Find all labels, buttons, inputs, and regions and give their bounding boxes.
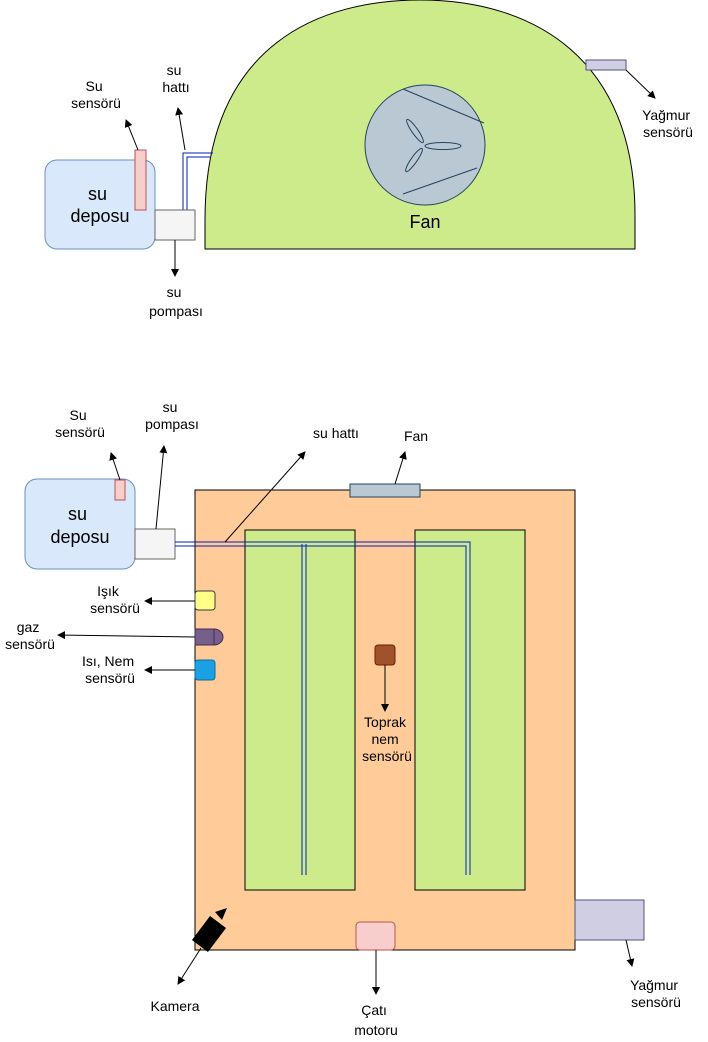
water-pump-label: su pompası <box>145 399 199 432</box>
fan-blades-icon <box>405 118 462 173</box>
water-pipe <box>175 541 471 875</box>
water-pump-label: su pompası <box>149 284 203 319</box>
water-pipe <box>182 152 213 210</box>
fan-label: Fan <box>409 212 440 232</box>
water-tank <box>44 159 156 250</box>
water-tank-label: su deposu <box>70 184 129 226</box>
light-sensor-label: Işık sensörü <box>90 583 140 616</box>
fan <box>349 483 421 498</box>
gas-sensor <box>194 628 224 646</box>
water-sensor <box>114 479 126 501</box>
fan-label: Fan <box>404 428 428 444</box>
roof-motor-label: Çatı motoru <box>354 1002 398 1038</box>
water-line-label: su hattı <box>162 62 189 95</box>
water-tank-label: su deposu <box>50 504 109 547</box>
camera-icon <box>191 908 227 952</box>
gas-sensor-label: gaz sensörü <box>5 619 55 652</box>
roof-motor <box>355 921 396 951</box>
water-sensor <box>134 149 147 211</box>
fan: Fan <box>364 84 486 232</box>
top-view: su deposu Su sensörü su pompası su hattı… <box>5 399 682 1038</box>
water-pump <box>134 528 176 560</box>
soil-moisture-sensor <box>374 644 396 666</box>
water-sensor-label: Su sensörü <box>55 407 105 440</box>
water-sensor-label: Su sensörü <box>71 78 121 111</box>
light-sensor <box>194 590 216 611</box>
water-pump <box>154 209 196 241</box>
temp-humidity-sensor <box>194 659 216 681</box>
rain-sensor <box>574 899 645 941</box>
side-view: Fan Yağmur sensörü su deposu Su sensörü … <box>44 0 694 319</box>
water-tank <box>24 478 136 570</box>
soil-moisture-sensor-label: Toprak nem sensörü <box>362 714 412 764</box>
rain-sensor <box>585 59 627 71</box>
planting-bed-left <box>244 529 356 891</box>
camera-label: Kamera <box>150 998 199 1014</box>
water-line-label: su hattı <box>313 425 359 441</box>
rain-sensor-label: Yağmur sensörü <box>630 977 682 1010</box>
rain-sensor-label: Yağmur sensörü <box>642 107 694 140</box>
temp-humidity-sensor-label: Isı, Nem sensörü <box>82 653 138 686</box>
